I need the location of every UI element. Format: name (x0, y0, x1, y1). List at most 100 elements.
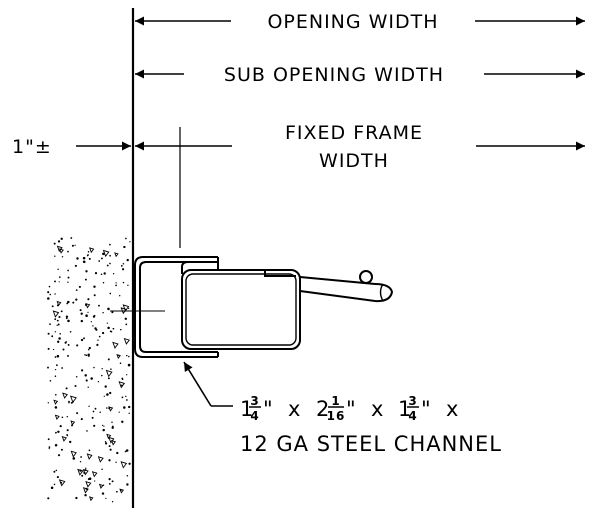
concrete-dot (80, 418, 83, 421)
concrete-dot (85, 379, 88, 382)
concrete-dot (128, 412, 130, 415)
concrete-dot (51, 305, 54, 308)
sub-opening-width-label: SUB OPENING WIDTH (224, 64, 444, 86)
frame-tube-outer (181, 269, 301, 350)
concrete-dot (59, 425, 62, 428)
concrete-dot (97, 339, 99, 341)
concrete-dot (92, 410, 95, 413)
concrete-dot (125, 323, 128, 326)
concrete-aggregate (69, 395, 77, 404)
concrete-aggregate (56, 300, 62, 307)
concrete-dot (67, 300, 70, 304)
concrete-aggregate (77, 468, 84, 476)
concrete-dot (78, 285, 81, 288)
concrete-aggregate (70, 420, 76, 426)
concrete-dot (54, 331, 56, 333)
concrete-dot (58, 276, 61, 278)
concrete-dot (47, 291, 50, 294)
concrete-dot (110, 368, 112, 370)
concrete-dot (49, 293, 51, 296)
callout-times-3: x (446, 397, 459, 421)
frame-top-return (181, 261, 218, 274)
concrete-aggregate (108, 406, 114, 412)
concrete-dot (118, 411, 120, 413)
concrete-aggregate (102, 249, 110, 258)
concrete-dot (54, 375, 57, 377)
concrete-dot (60, 310, 63, 313)
concrete-dot (101, 374, 103, 377)
concrete-dot (87, 298, 90, 301)
concrete-dot (125, 395, 127, 398)
concrete-dot (107, 326, 110, 330)
concrete-dot (121, 420, 124, 424)
callout-inch-3: " (421, 397, 432, 421)
concrete-dot (70, 401, 73, 404)
concrete-aggregate (89, 247, 95, 254)
callout-inch-1: " (263, 397, 274, 421)
concrete-dot (120, 265, 123, 267)
callout-height-num: 1 (331, 394, 340, 408)
concrete-dot (90, 321, 92, 323)
concrete-dot (107, 307, 110, 311)
concrete-dot (54, 318, 57, 321)
fixed-frame-label-line1: FIXED FRAME (285, 122, 423, 144)
concrete-dot (67, 281, 69, 283)
concrete-dot (108, 478, 111, 481)
concrete-dot (66, 433, 68, 436)
concrete-dot (82, 260, 86, 264)
concrete-dot (126, 354, 128, 357)
concrete-aggregate (98, 483, 104, 489)
concrete-dot (83, 337, 85, 340)
concrete-aggregate (122, 304, 130, 312)
concrete-dot (105, 497, 107, 499)
arm-break-line (379, 283, 384, 302)
concrete-dot (80, 319, 83, 323)
concrete-dot (76, 257, 79, 260)
concrete-dot (62, 348, 65, 351)
concrete-dot (99, 411, 101, 413)
concrete-dot (80, 338, 84, 342)
concrete-dot (74, 385, 77, 387)
concrete-dot (102, 311, 104, 314)
concrete-dot (108, 482, 111, 485)
concrete-dot (81, 369, 84, 372)
concrete-aggregate (118, 381, 126, 389)
concrete-aggregate (97, 456, 104, 463)
frame-top-flange (264, 270, 296, 277)
concrete-aggregate (86, 453, 93, 460)
concrete-dot (109, 262, 111, 265)
concrete-dot (85, 270, 88, 273)
concrete-dot (57, 454, 61, 457)
concrete-dot (126, 374, 128, 376)
concrete-dot (54, 356, 57, 358)
concrete-dot (48, 285, 51, 288)
concrete-aggregate (70, 450, 77, 458)
concrete-dot (55, 431, 57, 434)
concrete-dot (106, 393, 109, 396)
concrete-dot (84, 493, 87, 497)
outer-channel-outline (134, 256, 218, 358)
concrete-dot (80, 312, 83, 315)
concrete-dot (124, 450, 127, 453)
fixed-frame-width-dimension: FIXED FRAME WIDTH (135, 122, 585, 248)
concrete-dot (119, 295, 121, 297)
concrete-dot (126, 474, 129, 477)
concrete-aggregate (120, 461, 128, 469)
concrete-aggregate (88, 496, 94, 502)
concrete-dot (49, 323, 51, 325)
concrete-dot (85, 354, 88, 357)
concrete-dot (48, 447, 50, 450)
concrete-dot (119, 362, 122, 364)
concrete-dot (88, 405, 90, 407)
concrete-dot (103, 395, 105, 397)
concrete-dot (54, 393, 57, 396)
concrete-dot (125, 449, 129, 452)
concrete-dot (72, 301, 75, 304)
concrete-dot (57, 430, 60, 433)
concrete-dot (115, 284, 117, 287)
concrete-dot (111, 501, 114, 503)
concrete-dot (75, 298, 78, 301)
concrete-dot (106, 322, 109, 324)
concrete-dot (56, 324, 58, 326)
concrete-dot (74, 264, 77, 267)
